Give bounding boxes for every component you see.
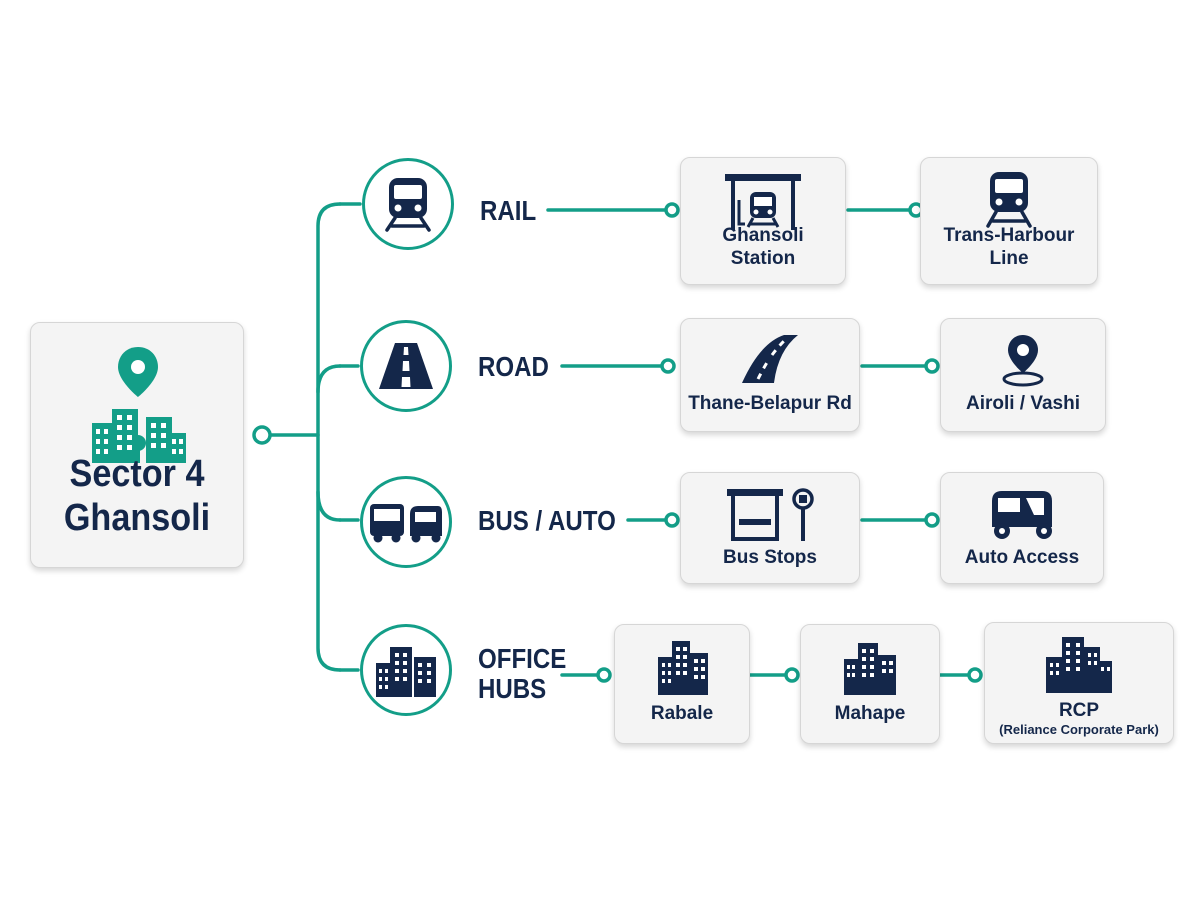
hub-title: Sector 4 Ghansoli: [41, 452, 234, 540]
node-label: Trans-Harbour Line: [943, 225, 1075, 269]
node-auto-access: Auto Access: [940, 472, 1104, 584]
rail-label: RAIL: [480, 195, 537, 226]
node-airoli-vashi: Airoli / Vashi: [940, 318, 1106, 432]
node-rcp: RCP (Reliance Corporate Park): [984, 622, 1174, 744]
bus-auto-icon: [370, 504, 442, 543]
auto-rickshaw-icon: [992, 491, 1052, 539]
office-category-circle: [360, 624, 452, 716]
train-icon: [986, 172, 1032, 228]
office-hubs-label-line1: OFFICE: [478, 643, 567, 674]
node-ghansoli-station: Ghansoli Station: [680, 157, 846, 285]
hub-title-line1: Sector 4: [69, 453, 205, 495]
node-label: Auto Access: [964, 547, 1080, 568]
office-buildings-icon: [1046, 637, 1112, 693]
node-label: Thane-Belapur Rd: [688, 393, 852, 414]
road-icon: [379, 343, 433, 389]
node-mahape: Mahape: [800, 624, 940, 744]
node-label: RCP (Reliance Corporate Park): [999, 700, 1159, 737]
road-category-circle: [360, 320, 452, 412]
node-label: Ghansoli Station: [722, 225, 804, 269]
office-buildings-icon: [844, 643, 896, 695]
road-label: ROAD: [478, 351, 549, 382]
hub-title-line2: Ghansoli: [63, 497, 211, 539]
office-hubs-label-line2: HUBS: [478, 673, 547, 704]
office-buildings-icon: [376, 647, 436, 697]
node-label: Mahape: [834, 703, 906, 724]
hub-card: [30, 322, 244, 568]
bus-auto-category-circle: [360, 476, 452, 568]
node-label: Airoli / Vashi: [965, 393, 1081, 414]
train-icon: [385, 178, 431, 232]
office-buildings-icon: [658, 641, 708, 695]
bus-stop-icon: [727, 488, 814, 541]
city-pin-icon: [86, 345, 190, 463]
node-trans-harbour-line: Trans-Harbour Line: [920, 157, 1098, 285]
node-bus-stops: Bus Stops: [680, 472, 860, 584]
node-label: Rabale: [650, 703, 714, 724]
bus-auto-label: BUS / AUTO: [478, 505, 616, 536]
node-rabale: Rabale: [614, 624, 750, 744]
office-hubs-label: OFFICE HUBS: [478, 644, 566, 704]
curved-road-icon: [742, 335, 798, 383]
node-label: Bus Stops: [723, 547, 817, 568]
rail-category-circle: [362, 158, 454, 250]
node-thane-belapur-rd: Thane-Belapur Rd: [680, 318, 860, 432]
location-pin-icon: [1002, 335, 1044, 387]
train-station-icon: [725, 174, 801, 230]
